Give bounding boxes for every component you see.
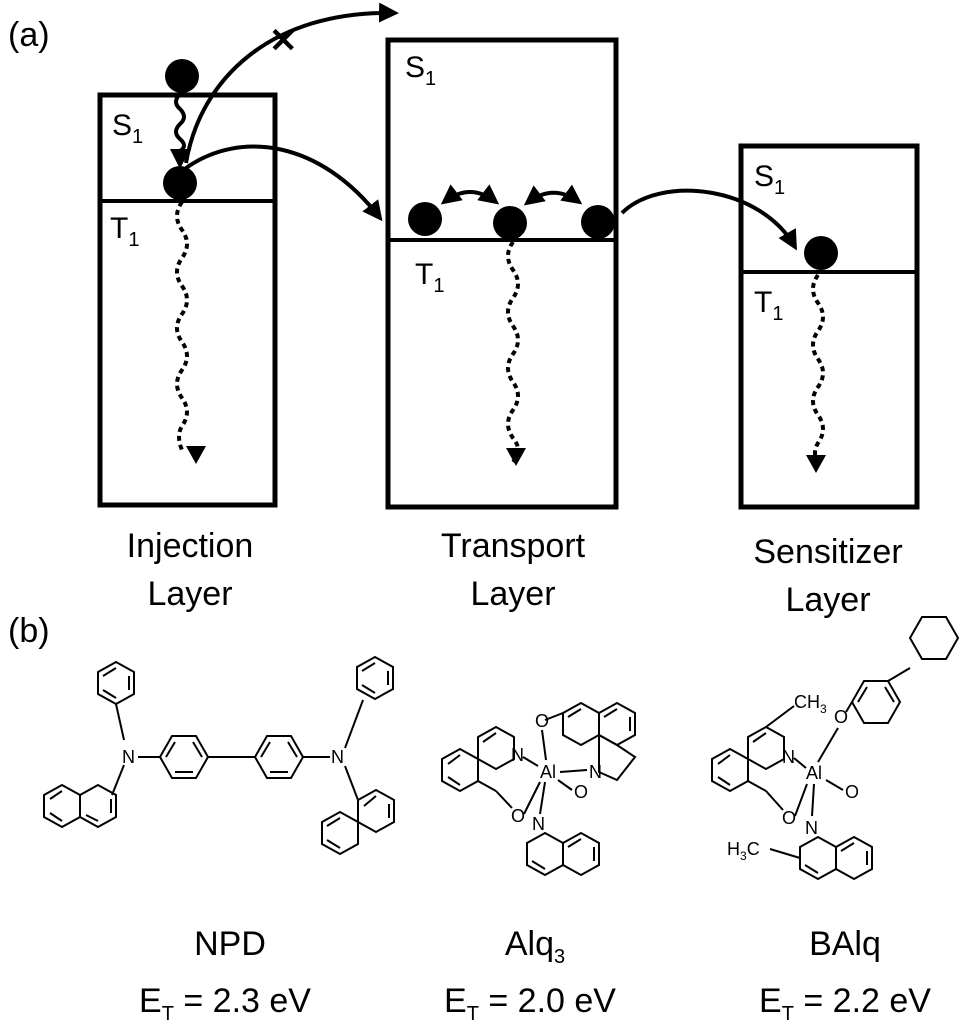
sensitizer-exciton [804, 236, 838, 270]
balq-methyl-upper: CH3 [794, 692, 827, 716]
alq3-name: Alq3 [505, 925, 565, 968]
balq-al-atom: Al [806, 763, 822, 783]
injection-decay-arrow [175, 200, 189, 451]
npd-structure: N N [43, 655, 395, 856]
balq-name: BAlq [809, 925, 881, 963]
alq3-n-3: N [532, 814, 545, 834]
sensitizer-s1-label: S1 [754, 160, 785, 199]
blocked-transfer-mark: ✕ [269, 22, 298, 60]
transport-layer-box [385, 37, 619, 510]
npd-triplet-energy: ET = 2.3 eV [139, 982, 311, 1025]
sensitizer-t1-label: T1 [754, 286, 783, 325]
triplet-transfer-arrow-2 [620, 188, 797, 251]
isc-wavy-arrow [170, 92, 190, 169]
sensitizer-layer-box [738, 143, 920, 510]
panel-a-label: (a) [8, 16, 50, 54]
sensitizer-layer-diagram: S1 T1 [738, 143, 920, 510]
panel-b-label: (b) [8, 612, 50, 650]
transport-exciton-1 [408, 202, 442, 236]
injection-layer-name-1: Injection [127, 527, 254, 565]
injection-s1-label: S1 [112, 109, 143, 148]
alq3-triplet-energy: ET = 2.0 eV [444, 982, 616, 1025]
sensitizer-layer-name-1: Sensitizer [753, 533, 902, 571]
balq-structure: Al N O O O N CH3 H3C [711, 616, 960, 881]
transport-layer-name-2: Layer [470, 575, 555, 613]
alq3-o-3: O [511, 806, 525, 826]
transport-exciton-2 [493, 206, 527, 240]
injection-t1-label: T1 [110, 212, 139, 251]
npd-n-right: N [331, 747, 344, 767]
transport-s1-label: S1 [405, 51, 436, 90]
balq-o-2: O [845, 782, 859, 802]
transport-decay-arrow [506, 240, 520, 464]
npd-name: NPD [194, 925, 266, 963]
npd-n-left: N [122, 747, 135, 767]
transport-t1-label: T1 [415, 258, 444, 297]
balq-methyl-lower: H3C [727, 839, 760, 863]
alq3-o-2: O [574, 782, 588, 802]
hop-arrow-1 [440, 184, 500, 205]
blocked-singlet-transfer-arrow [184, 2, 399, 164]
transport-layer-diagram: S1 T1 [385, 37, 619, 510]
npd-phenyl-right [356, 655, 394, 701]
injection-layer-name-2: Layer [147, 575, 232, 613]
balq-n-1: N [782, 747, 795, 767]
injection-layer-diagram: S1 T1 [97, 59, 278, 508]
alq3-o-1: O [535, 711, 549, 731]
triplet-exciton [163, 166, 197, 200]
injection-decay-arrowhead [186, 446, 206, 464]
singlet-exciton [165, 59, 199, 93]
balq-n-2: N [805, 818, 818, 838]
triplet-transfer-arrow-1 [184, 144, 383, 222]
balq-o-1: O [834, 707, 848, 727]
sensitizer-decay-arrow [811, 273, 825, 465]
transport-layer-name-1: Transport [441, 527, 586, 565]
transport-exciton-3 [581, 205, 615, 239]
sensitizer-layer-name-2: Layer [785, 581, 870, 619]
alq3-al-atom: Al [540, 762, 556, 782]
alq3-structure: Al N O N O O N [441, 701, 637, 877]
balq-triplet-energy: ET = 2.2 eV [759, 982, 931, 1025]
balq-o-3: O [782, 808, 796, 828]
sensitizer-decay-arrowhead [806, 455, 826, 473]
injection-layer-box [97, 92, 278, 508]
alq3-n-1: N [511, 745, 524, 765]
transport-decay-arrowhead [506, 448, 526, 466]
npd-phenyl-left [97, 660, 135, 706]
hop-arrow-2 [523, 184, 583, 206]
